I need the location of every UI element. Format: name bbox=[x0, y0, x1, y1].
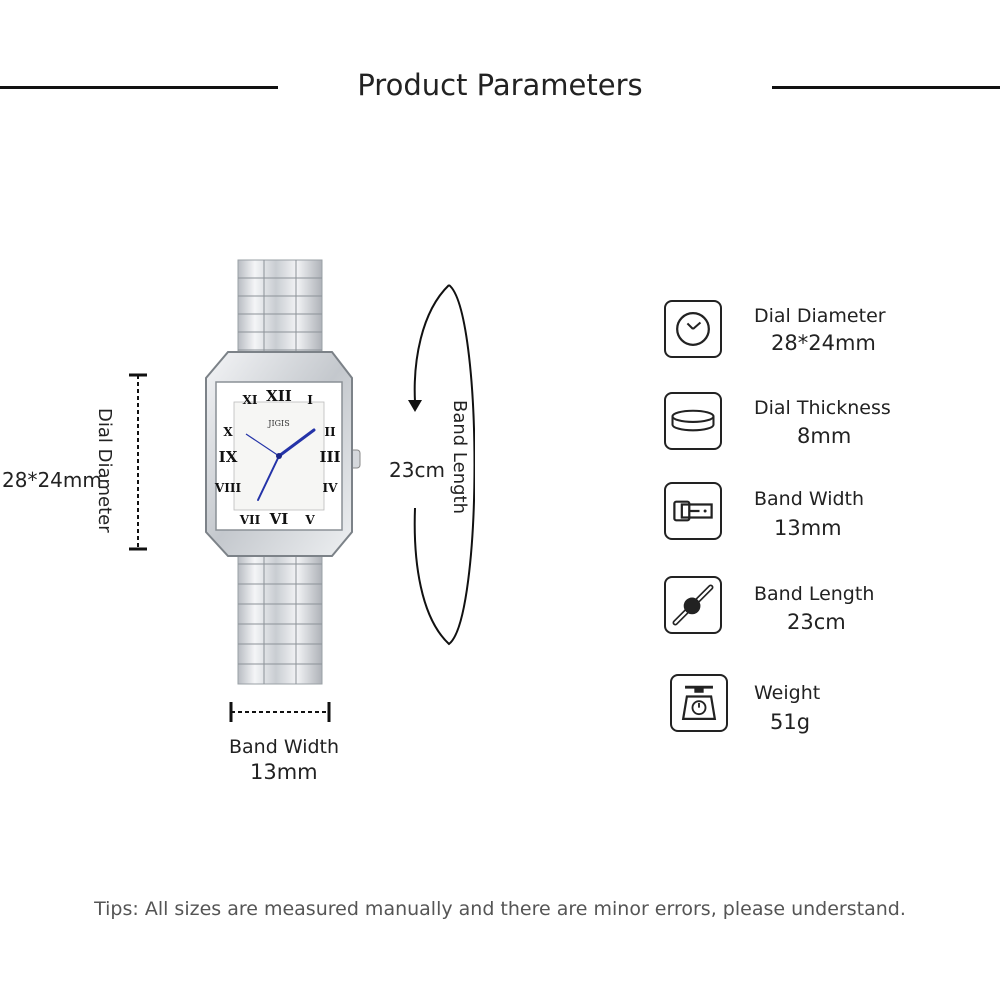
svg-text:X: X bbox=[223, 425, 233, 439]
svg-text:XII: XII bbox=[266, 387, 292, 405]
spec-name-dial-diameter: Dial Diameter bbox=[754, 305, 886, 327]
svg-text:I: I bbox=[307, 393, 313, 407]
spec-value-dial-diameter: 28*24mm bbox=[771, 331, 876, 355]
band-length-label: Band Length bbox=[449, 400, 470, 515]
band-length-value: 23cm bbox=[389, 458, 445, 482]
band-width-value: 13mm bbox=[250, 760, 318, 784]
tips-note: Tips: All sizes are measured manually an… bbox=[94, 898, 906, 920]
svg-text:XI: XI bbox=[243, 393, 258, 407]
band-buckle-icon bbox=[664, 482, 722, 540]
svg-text:IX: IX bbox=[219, 448, 238, 466]
band-length-arc bbox=[405, 282, 476, 648]
spec-value-band-length: 23cm bbox=[787, 610, 846, 634]
spec-name-dial-thickness: Dial Thickness bbox=[754, 397, 891, 419]
scale-icon bbox=[670, 674, 728, 732]
dial-dimension-bracket bbox=[126, 373, 150, 551]
page-title: Product Parameters bbox=[357, 68, 643, 102]
band-width-label: Band Width bbox=[229, 736, 340, 758]
svg-text:III: III bbox=[319, 448, 340, 466]
spec-value-dial-thickness: 8mm bbox=[797, 424, 852, 448]
dial-thickness-icon bbox=[664, 392, 722, 450]
band-length-icon bbox=[664, 576, 722, 634]
band-width-bracket bbox=[229, 700, 331, 724]
spec-name-band-width: Band Width bbox=[754, 488, 865, 510]
header-rule-right bbox=[772, 86, 1000, 89]
watch-brand: JIGIS bbox=[267, 419, 289, 428]
watch-face-icon bbox=[664, 300, 722, 358]
svg-text:V: V bbox=[304, 513, 315, 527]
svg-text:VIII: VIII bbox=[214, 481, 242, 495]
svg-text:II: II bbox=[324, 425, 336, 439]
spec-value-weight: 51g bbox=[770, 710, 811, 734]
dial-dimension-value: 28*24mm bbox=[2, 468, 102, 492]
spec-name-band-length: Band Length bbox=[754, 583, 875, 605]
header-rule-left bbox=[0, 86, 278, 89]
svg-text:VII: VII bbox=[239, 513, 261, 527]
dial-dimension-label: Dial Diameter bbox=[94, 408, 115, 533]
svg-text:VI: VI bbox=[269, 510, 289, 528]
svg-text:IV: IV bbox=[323, 481, 339, 495]
watch-image: XII XI I X II IX III VIII IV VII VI V JI… bbox=[200, 256, 365, 688]
spec-value-band-width: 13mm bbox=[774, 516, 842, 540]
spec-name-weight: Weight bbox=[754, 682, 821, 704]
